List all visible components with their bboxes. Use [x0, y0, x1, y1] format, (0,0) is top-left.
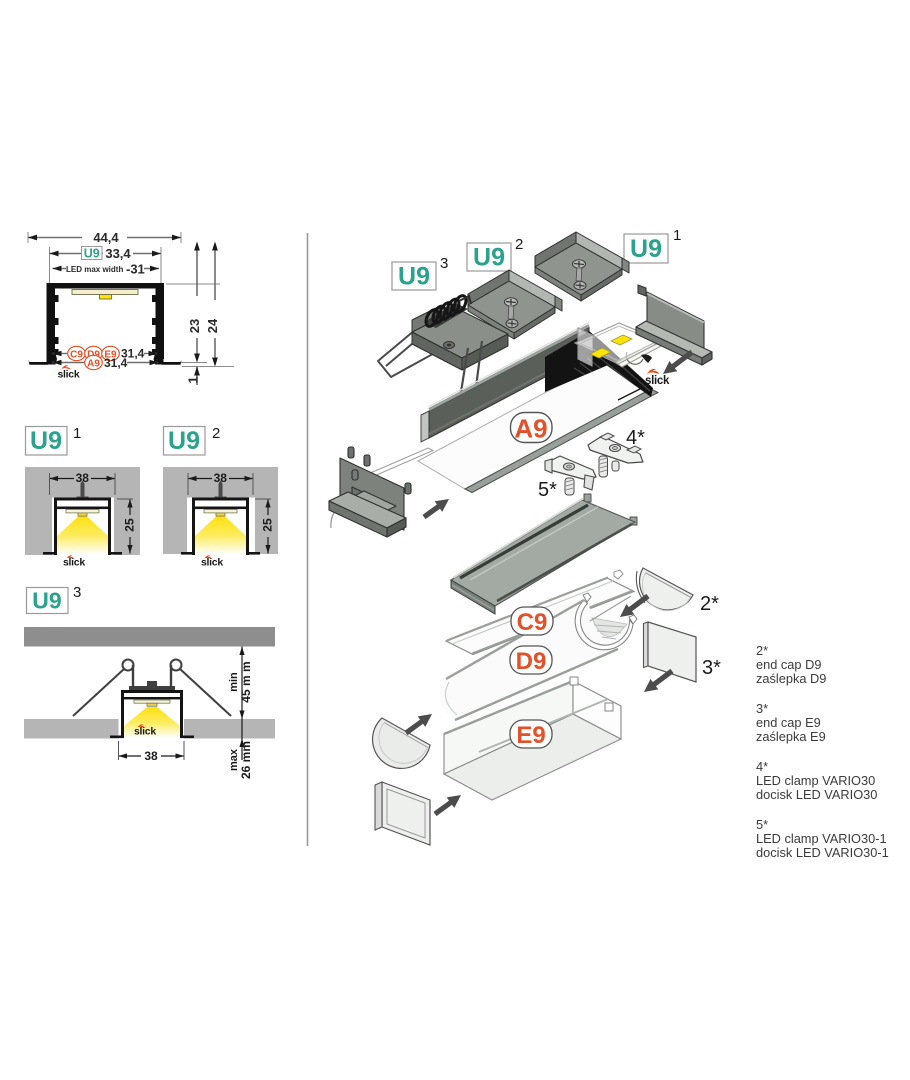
svg-text:5*: 5* [538, 479, 557, 501]
svg-text:U9: U9 [398, 263, 430, 291]
svg-text:-31: -31 [126, 261, 145, 276]
svg-text:24: 24 [205, 318, 220, 333]
svg-text:3*: 3* [702, 657, 721, 679]
svg-text:U9: U9 [473, 244, 505, 272]
svg-text:U9: U9 [84, 246, 100, 260]
svg-text:docisk LED VARIO30-1: docisk LED VARIO30-1 [756, 845, 889, 860]
svg-text:U9: U9 [32, 588, 61, 614]
svg-text:2*: 2* [756, 643, 768, 658]
svg-text:C9: C9 [517, 609, 548, 636]
svg-text:3*: 3* [756, 701, 768, 716]
svg-text:zaślepka E9: zaślepka E9 [756, 729, 826, 744]
svg-text:33,4: 33,4 [105, 246, 131, 261]
svg-text:slick: slick [58, 369, 80, 381]
svg-text:44,4: 44,4 [93, 230, 119, 245]
svg-text:slick: slick [63, 557, 85, 569]
svg-text:slick: slick [645, 375, 670, 387]
svg-text:LED clamp VARIO30: LED clamp VARIO30 [756, 773, 875, 788]
svg-text:1: 1 [73, 425, 81, 442]
svg-text:max: max [228, 748, 240, 771]
svg-text:25: 25 [261, 518, 275, 532]
svg-text:docisk LED VARIO30: docisk LED VARIO30 [756, 787, 877, 802]
svg-text:1: 1 [186, 376, 201, 383]
svg-text:38: 38 [76, 471, 90, 485]
svg-text:LED max width: LED max width [66, 265, 123, 274]
svg-text:LED clamp VARIO30-1: LED clamp VARIO30-1 [756, 831, 887, 846]
svg-text:slick: slick [134, 726, 156, 738]
svg-text:D9: D9 [516, 648, 547, 675]
svg-text:A9: A9 [87, 358, 100, 369]
svg-text:23: 23 [187, 319, 202, 333]
svg-text:26 mm: 26 mm [239, 741, 253, 779]
svg-text:2*: 2* [700, 593, 719, 615]
svg-text:3: 3 [440, 255, 448, 272]
svg-text:zaślepka D9: zaślepka D9 [756, 671, 826, 686]
svg-text:slick: slick [201, 557, 223, 569]
svg-text:2: 2 [212, 425, 220, 442]
svg-text:5*: 5* [756, 817, 768, 832]
svg-text:U9: U9 [30, 427, 62, 455]
svg-text:38: 38 [144, 749, 158, 763]
svg-text:4*: 4* [756, 759, 768, 774]
svg-text:end cap E9: end cap E9 [756, 715, 821, 730]
svg-text:U9: U9 [168, 427, 200, 455]
svg-text:45 m m: 45 m m [239, 661, 253, 702]
svg-text:4*: 4* [626, 427, 645, 449]
svg-text:min: min [228, 672, 240, 692]
svg-text:38: 38 [214, 471, 228, 485]
svg-text:25: 25 [123, 518, 137, 532]
svg-text:2: 2 [515, 236, 523, 253]
svg-text:end cap D9: end cap D9 [756, 657, 821, 672]
svg-text:C9: C9 [70, 349, 83, 360]
svg-text:3: 3 [73, 584, 81, 601]
svg-text:31,4: 31,4 [121, 347, 145, 361]
svg-text:E9: E9 [104, 349, 117, 360]
svg-text:1: 1 [673, 227, 681, 244]
svg-text:U9: U9 [630, 235, 662, 263]
svg-text:A9: A9 [514, 414, 547, 444]
svg-text:E9: E9 [516, 722, 545, 749]
svg-text:31,4: 31,4 [104, 356, 128, 370]
